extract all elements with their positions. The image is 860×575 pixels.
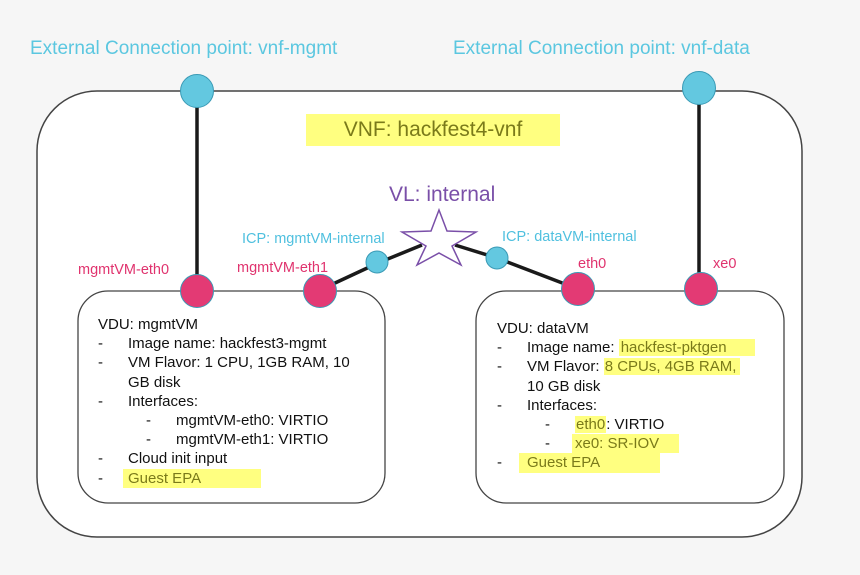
cp-data-eth0-label: eth0 xyxy=(578,256,607,272)
cp-data-eth0-icon[interactable] xyxy=(561,272,595,306)
vdu-mgmt-cloud-init: Cloud init input xyxy=(128,450,228,468)
bullet-dash: - xyxy=(98,354,103,372)
external-cp-data-icon[interactable] xyxy=(682,71,716,105)
vdu-mgmt-iface-eth0: mgmtVM-eth0: VIRTIO xyxy=(176,411,329,429)
cp-data-xe0-label: xe0 xyxy=(713,256,737,272)
vdu-mgmt-guest-epa: Guest EPA xyxy=(123,468,262,488)
vdu-mgmt-flavor: VM Flavor: 1 CPU, 1GB RAM, 10 xyxy=(128,354,350,372)
vnf-title: VNF: hackfest4-vnf xyxy=(306,114,560,146)
bullet-dash: - xyxy=(545,435,550,453)
vdu-mgmt-box xyxy=(77,290,386,504)
icp-data-icon[interactable] xyxy=(485,246,509,270)
vdu-mgmt-interfaces: Interfaces: xyxy=(128,392,199,410)
bullet-dash: - xyxy=(545,415,550,433)
vdu-mgmt-title: VDU: mgmtVM xyxy=(98,316,199,333)
bullet-dash: - xyxy=(146,431,151,449)
bullet-dash: - xyxy=(98,450,103,468)
vdu-mgmt-iface-eth1: mgmtVM-eth1: VIRTIO xyxy=(176,431,329,449)
bullet-dash: - xyxy=(497,454,502,472)
bullet-dash: - xyxy=(497,358,502,376)
vdu-data-flavor-value: 8 CPUs, 4GB RAM, xyxy=(603,358,741,376)
external-cp-data-label: External Connection point: vnf-data xyxy=(453,38,750,59)
bullet-dash: - xyxy=(497,396,502,414)
cp-mgmt-eth0-label: mgmtVM-eth0 xyxy=(78,262,170,278)
cp-mgmt-eth1-label: mgmtVM-eth1 xyxy=(237,260,329,276)
vdu-data-guest-epa: Guest EPA xyxy=(519,453,661,473)
bullet-dash: - xyxy=(146,411,151,429)
cp-mgmt-eth0-icon[interactable] xyxy=(180,274,214,308)
cp-mgmt-eth1-icon[interactable] xyxy=(303,274,337,308)
icp-mgmt-icon[interactable] xyxy=(365,250,389,274)
vdu-data-image-value: hackfest-pktgen xyxy=(618,339,755,357)
cp-data-xe0-icon[interactable] xyxy=(684,272,718,306)
vdu-data-flavor-cont: 10 GB disk xyxy=(527,377,601,395)
vdu-data-iface-xe0: xe0: SR-IOV xyxy=(572,434,680,454)
vdu-data-image-label: Image name: xyxy=(527,339,619,357)
vdu-data-interfaces: Interfaces: xyxy=(527,396,598,414)
bullet-dash: - xyxy=(497,339,502,357)
virtual-link-star-icon[interactable] xyxy=(399,207,479,267)
external-cp-mgmt-label: External Connection point: vnf-mgmt xyxy=(30,38,338,59)
external-cp-mgmt-icon[interactable] xyxy=(180,74,214,108)
vdu-data-iface-eth0-name: eth0 xyxy=(575,415,607,433)
bullet-dash: - xyxy=(98,392,103,410)
vdu-mgmt-details: VDU: mgmtVM -Image name: hackfest3-mgmt … xyxy=(98,315,378,488)
bullet-dash: - xyxy=(98,335,103,353)
bullet-dash: - xyxy=(98,469,103,487)
icp-data-label: ICP: dataVM-internal xyxy=(502,229,637,245)
vdu-data-iface-eth0-type: : VIRTIO xyxy=(606,415,665,433)
vdu-data-title: VDU: dataVM xyxy=(497,320,589,337)
virtual-link-label: VL: internal xyxy=(389,183,496,206)
vdu-data-flavor-label: VM Flavor: xyxy=(527,358,604,376)
vdu-data-details: VDU: dataVM - Image name: hackfest-pktgen… xyxy=(497,319,777,473)
vdu-mgmt-image: Image name: hackfest3-mgmt xyxy=(128,335,327,353)
vdu-mgmt-flavor-cont: GB disk xyxy=(128,373,181,391)
icp-mgmt-label: ICP: mgmtVM-internal xyxy=(242,231,385,247)
